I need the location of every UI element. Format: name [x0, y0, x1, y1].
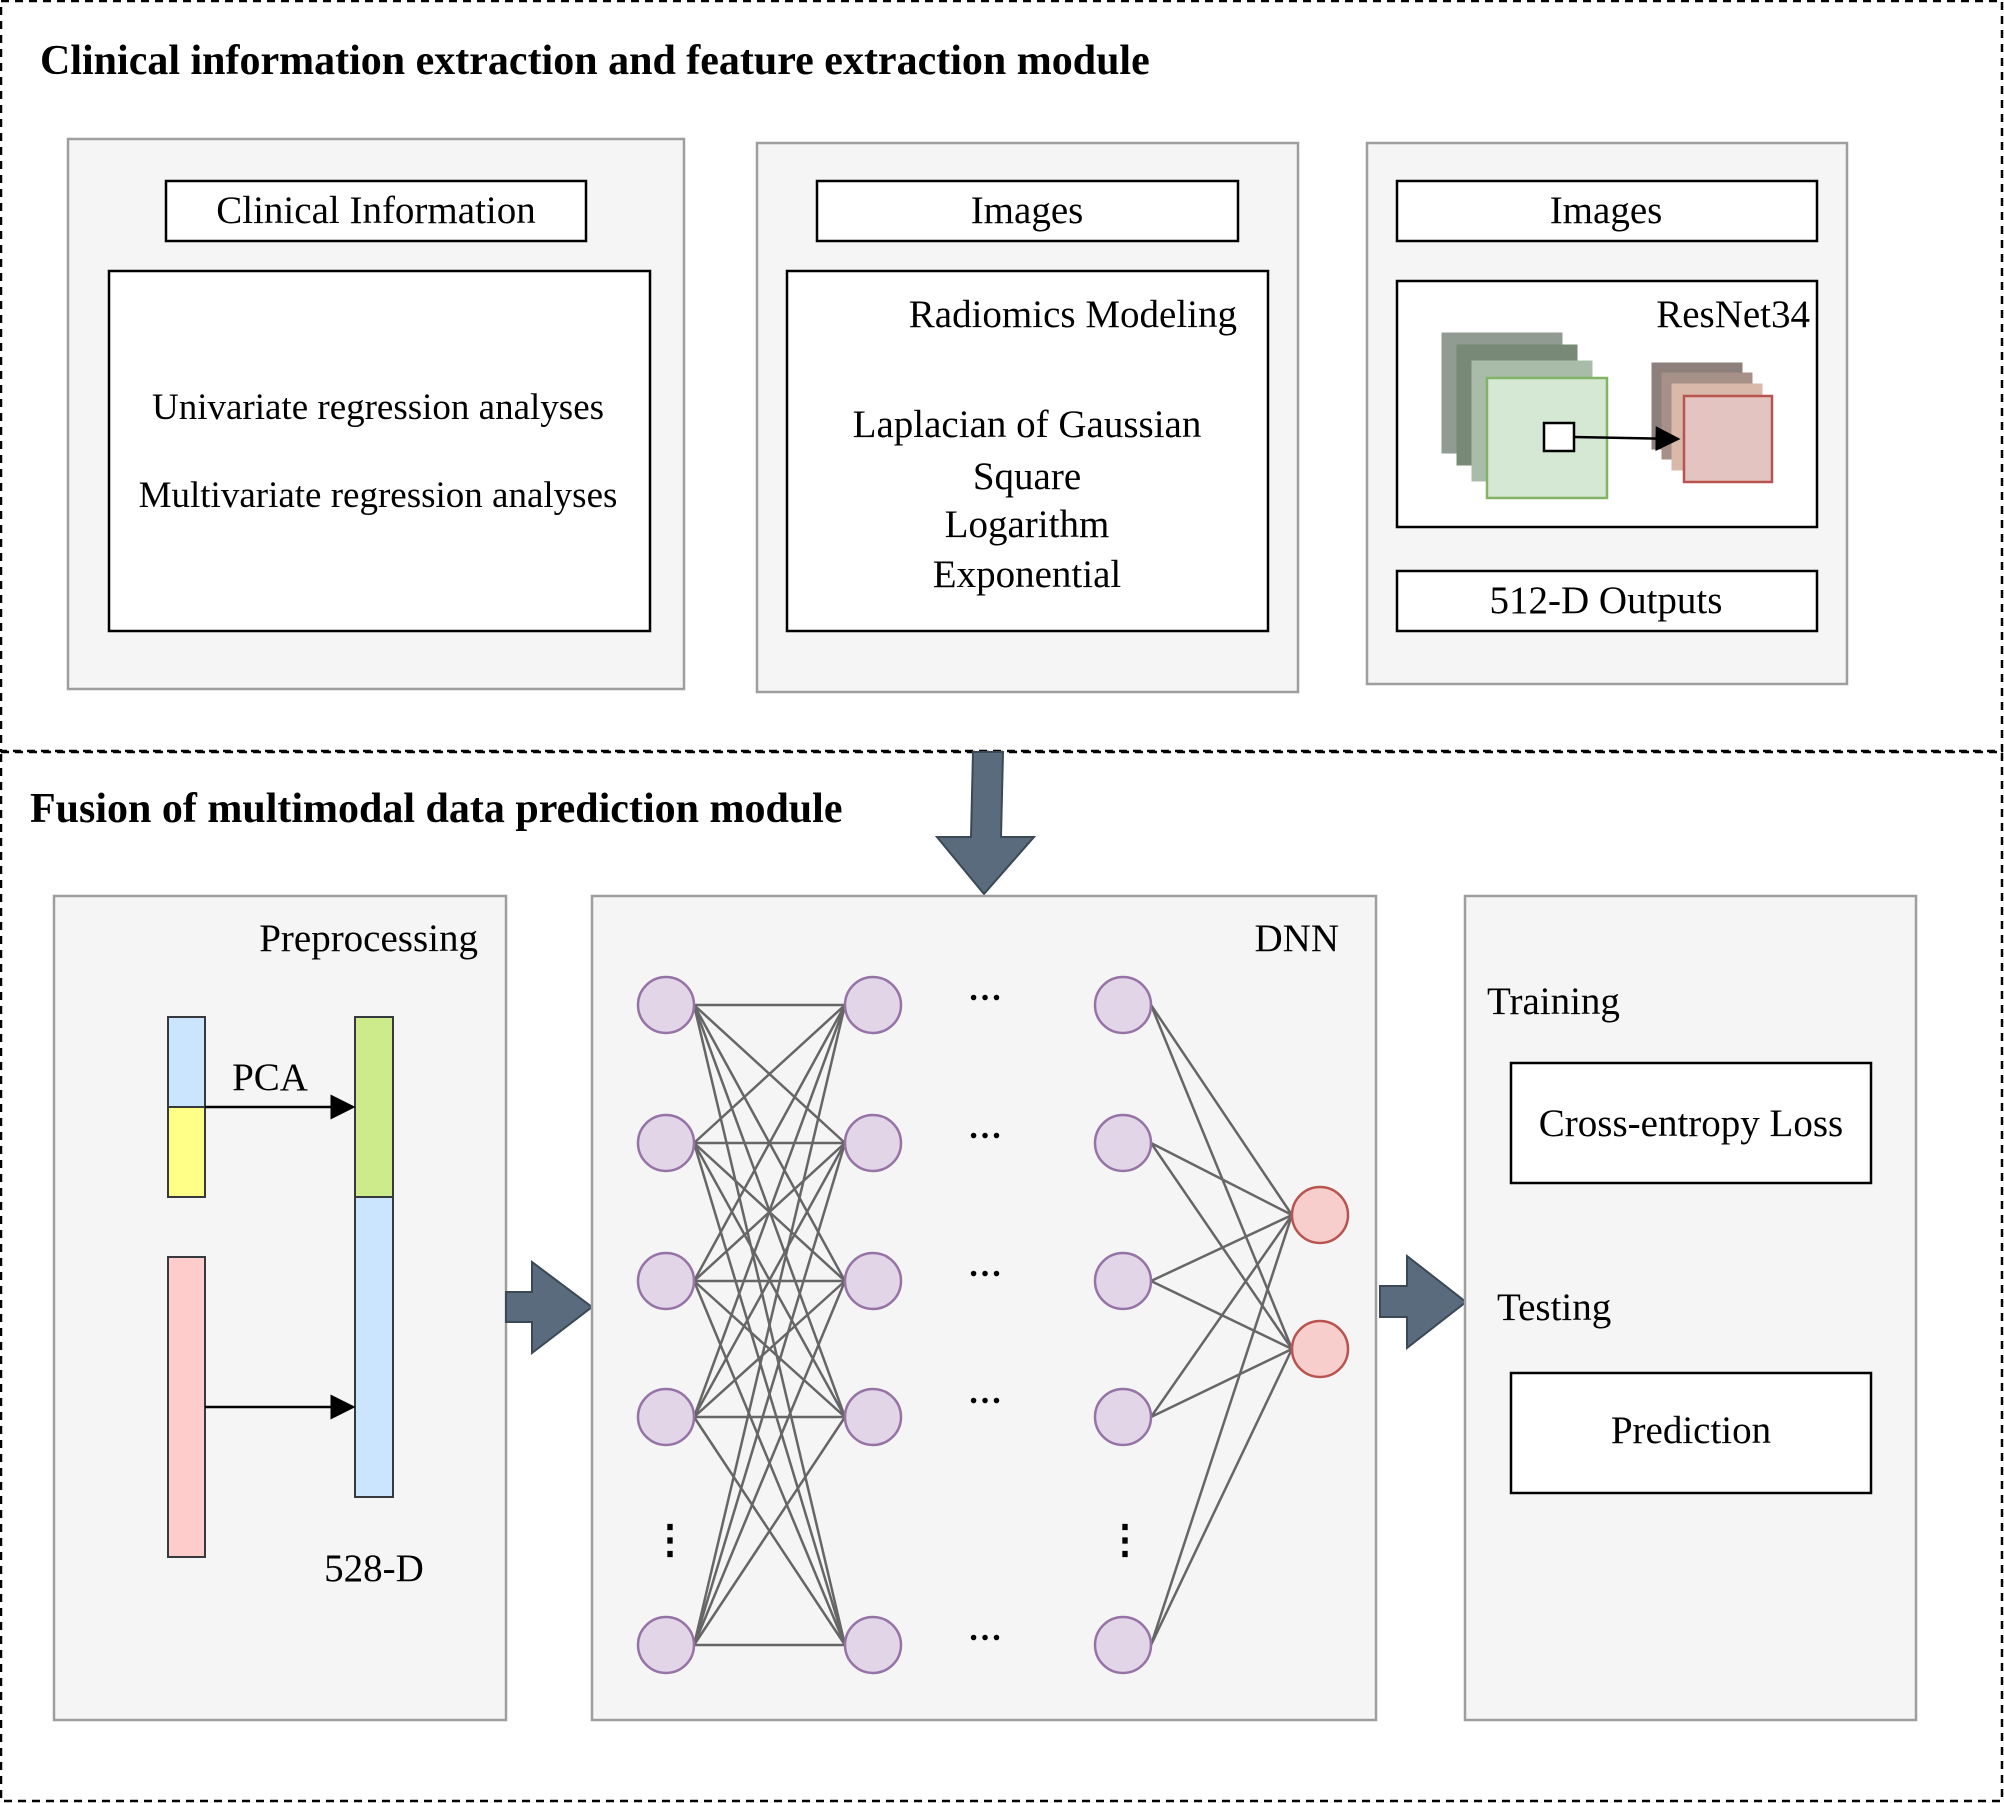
neuron-layer3 — [1093, 975, 1153, 1035]
vertical-ellipsis: ⋮ — [650, 1517, 690, 1562]
preprocessing-panel-background — [52, 894, 508, 1722]
clinical-panel: Clinical Information Univariate regressi… — [66, 137, 686, 691]
fused-deep-bar — [354, 1196, 394, 1498]
resnet-model-label: ResNet34 — [1656, 293, 1810, 336]
dnn-neurons — [636, 975, 1350, 1675]
vertical-ellipsis: ⋮ — [1105, 1517, 1145, 1562]
horizontal-ellipsis: … — [968, 1247, 1002, 1284]
neuron-layer3 — [1093, 1113, 1153, 1173]
dnn-title: DNN — [1255, 917, 1340, 960]
filter-exponential-label: Exponential — [933, 553, 1122, 596]
dnn-edge — [1149, 1214, 1294, 1418]
neuron-layer1 — [636, 1251, 696, 1311]
top-module-frame — [0, 0, 2004, 753]
testing-label: Testing — [1497, 1286, 1611, 1329]
loss-box — [1509, 1061, 1873, 1185]
neuron-layer1 — [636, 1615, 696, 1675]
dnn-edge — [1149, 1004, 1294, 1350]
radiomics-modeling-title: Radiomics Modeling — [909, 293, 1237, 336]
prediction-label: Prediction — [1611, 1409, 1771, 1452]
preprocessing-to-dnn-arrow — [505, 1260, 594, 1356]
dnn-edge — [692, 1004, 847, 1418]
pca-label: PCA — [232, 1056, 308, 1099]
dimension-label: 528-D — [324, 1547, 424, 1590]
outcome-panel-background — [1463, 894, 1918, 1722]
horizontal-ellipsis: … — [968, 1374, 1002, 1411]
resnet-header-label: Images — [1550, 189, 1663, 232]
resnet-panel: Images ResNet34 512-D Outputs — [1365, 141, 1849, 686]
neuron-layer2 — [843, 1251, 903, 1311]
radiomics-feature-bar — [167, 1016, 206, 1108]
bottom-module-title: Fusion of multimodal data prediction mod… — [30, 786, 842, 832]
neuron-layer1 — [636, 975, 696, 1035]
horizontal-ellipsis: … — [968, 1611, 1002, 1648]
dnn-edge — [1149, 1004, 1294, 1216]
radiomics-methods-box — [785, 269, 1270, 633]
neuron-layer3 — [1093, 1251, 1153, 1311]
module-transition-arrow — [934, 751, 1037, 896]
horizontal-ellipsis: … — [968, 1109, 1002, 1146]
training-label: Training — [1487, 980, 1620, 1023]
top-module-title: Clinical information extraction and feat… — [40, 38, 1150, 84]
neuron-layer2 — [843, 1615, 903, 1675]
multivariate-label: Multivariate regression analyses — [139, 475, 618, 516]
dnn-edge — [1150, 1347, 1293, 1419]
clinical-feature-bar — [167, 1106, 206, 1198]
dnn-edge — [1149, 1142, 1294, 1350]
resnet-output-label: 512-D Outputs — [1490, 579, 1723, 622]
neuron-layer2 — [843, 1387, 903, 1447]
filter-logarithm-label: Logarithm — [945, 503, 1110, 546]
dnn-ellipses: … … … … … ⋮ ⋮ — [650, 971, 1145, 1648]
filter-log-label: Laplacian of Gaussian — [853, 403, 1202, 446]
radiomics-header-box — [815, 179, 1240, 243]
neuron-layer2 — [843, 975, 903, 1035]
dnn-connections — [692, 1003, 1294, 1647]
output-neuron — [1290, 1185, 1350, 1245]
resnet-header-box — [1395, 179, 1819, 243]
dnn-edge — [1149, 1348, 1294, 1646]
dnn-edge — [692, 1004, 847, 1646]
neuron-layer1 — [636, 1387, 696, 1447]
dnn-panel: DNN … … … … … ⋮ ⋮ — [590, 894, 1378, 1722]
neuron-layer3 — [1093, 1615, 1153, 1675]
prediction-box — [1509, 1371, 1873, 1495]
loss-label: Cross-entropy Loss — [1539, 1102, 1843, 1145]
neuron-layer2 — [843, 1113, 903, 1173]
radiomics-panel: Images Radiomics Modeling Laplacian of G… — [755, 141, 1300, 694]
deep-feature-bar — [167, 1256, 206, 1558]
neuron-layer3 — [1093, 1387, 1153, 1447]
dnn-edge — [692, 1416, 847, 1646]
dnn-edge — [1150, 1141, 1293, 1217]
dnn-edge — [693, 1004, 846, 1144]
outcome-panel: Training Cross-entropy Loss Testing Pred… — [1463, 894, 1918, 1722]
dnn-edge — [1149, 1214, 1294, 1646]
dnn-edge — [693, 1280, 846, 1418]
radiomics-header-label: Images — [971, 189, 1084, 232]
clinical-methods-box — [107, 269, 652, 633]
dnn-edge — [692, 1142, 847, 1418]
preprocessing-title: Preprocessing — [259, 917, 478, 960]
filter-square-label: Square — [973, 455, 1081, 498]
preprocessing-panel: Preprocessing PCA 528-D — [52, 894, 508, 1722]
clinical-header-box — [164, 179, 588, 243]
cnn-feature-maps-icon — [1441, 332, 1774, 500]
output-neuron — [1290, 1319, 1350, 1379]
dnn-edge — [1150, 1213, 1293, 1283]
horizontal-ellipsis: … — [968, 971, 1002, 1008]
dnn-edge — [692, 1142, 847, 1646]
univariate-label: Univariate regression analyses — [152, 387, 604, 428]
fused-reduced-bar — [354, 1016, 394, 1198]
dnn-edge — [692, 1280, 847, 1646]
resnet-output-box — [1395, 569, 1819, 633]
neuron-layer1 — [636, 1113, 696, 1173]
dnn-edge — [692, 1004, 847, 1282]
clinical-header-label: Clinical Information — [216, 189, 536, 232]
dnn-to-outcome-arrow — [1379, 1253, 1468, 1351]
